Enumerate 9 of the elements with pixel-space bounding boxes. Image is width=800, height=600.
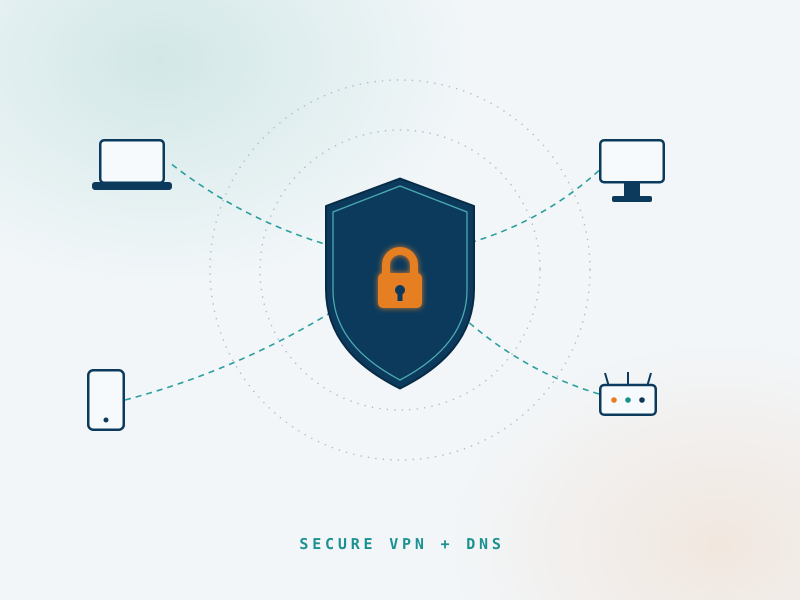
monitor-icon bbox=[599, 139, 665, 202]
router-icon bbox=[599, 372, 657, 416]
dashed-connector bbox=[468, 321, 600, 395]
tagline: SECURE VPN + DNS bbox=[299, 534, 505, 554]
dashed-connector bbox=[474, 170, 600, 242]
laptop-icon bbox=[92, 139, 172, 190]
dashed-connector bbox=[124, 312, 330, 401]
smartphone-icon bbox=[87, 369, 125, 431]
shield-lock-icon bbox=[325, 177, 475, 390]
